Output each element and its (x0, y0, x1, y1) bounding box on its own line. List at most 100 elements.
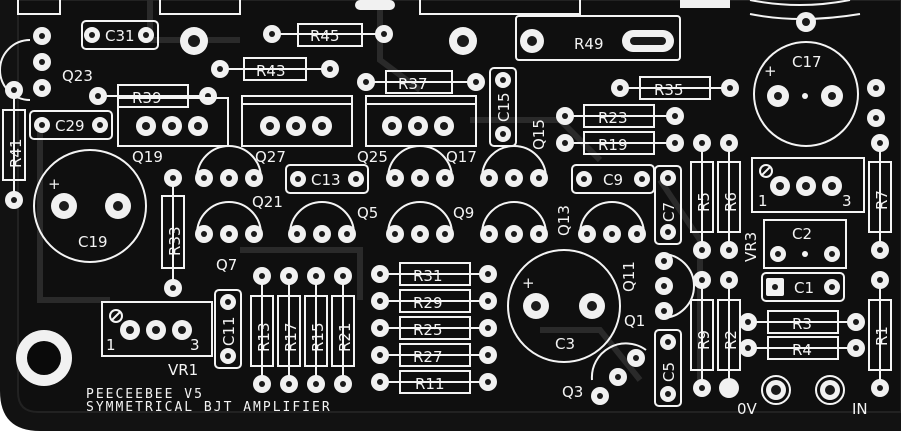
board-title: PEECEEBEE V5 (86, 387, 204, 402)
capacitor-c31: C31 (81, 20, 159, 50)
label-q25: Q25 (357, 148, 388, 166)
capacitor-c17: + C17 (753, 41, 859, 147)
label-r4: R4 (792, 341, 812, 359)
connector-ground[interactable]: 0V (737, 375, 791, 418)
label-r33: R33 (166, 226, 184, 256)
trimmer-vr1[interactable]: 1 3 VR1 (101, 301, 213, 379)
label-c13: C13 (311, 171, 341, 189)
transistor-q15 (480, 145, 548, 187)
transistor-q21: Q21 (195, 145, 283, 211)
resistor-r13: R13 (250, 267, 274, 393)
resistor-r21: R21 (331, 267, 355, 393)
resistor-r15: R15 (304, 267, 328, 393)
label-q17: Q17 (446, 148, 477, 166)
label-r43: R43 (256, 62, 286, 80)
resistor-r27: R27 (371, 343, 497, 367)
c19-plus: + (48, 175, 61, 193)
label-c11: C11 (220, 316, 238, 346)
transistor-q1: Q1 (624, 252, 695, 330)
transistor-q9: Q9 (386, 201, 474, 243)
resistor-r5: R5 (690, 134, 714, 259)
label-q5: Q5 (357, 204, 378, 222)
resistor-r33: R33 (161, 169, 185, 297)
board-subtitle: SYMMETRICAL BJT AMPLIFIER (86, 400, 332, 415)
label-r5: R5 (695, 192, 713, 212)
resistor-r7: R7 (868, 134, 892, 259)
label-r13: R13 (255, 322, 273, 352)
resistor-r19: R19 (556, 131, 684, 155)
label-c9: C9 (603, 171, 623, 189)
label-r35: R35 (654, 81, 684, 99)
transistor-q7: Q7 (195, 201, 263, 274)
label-r9: R9 (695, 330, 713, 350)
resistor-r35: R35 (611, 76, 739, 100)
transistor-q19: Q19 (117, 97, 229, 166)
label-r41: R41 (7, 138, 25, 168)
label-c17: C17 (792, 53, 822, 71)
resistor-r37: R37 (357, 70, 485, 94)
label-r15: R15 (309, 322, 327, 352)
top-outline-right (419, 0, 581, 15)
label-r17: R17 (282, 322, 300, 352)
capacitor-c3: + C3 (507, 249, 621, 363)
transistor-q17 (386, 145, 454, 187)
resistor-r31: R31 (371, 262, 497, 286)
label-r7: R7 (873, 190, 891, 210)
resistor-r4: R4 (739, 336, 865, 360)
resistor-r11: R11 (371, 370, 497, 394)
resistor-r25: R25 (371, 316, 497, 340)
label-q3: Q3 (562, 383, 583, 401)
resistor-r23: R23 (556, 104, 684, 128)
label-c5: C5 (660, 362, 678, 382)
label-q27: Q27 (255, 148, 286, 166)
transistor-q3: Q3 (562, 342, 647, 405)
capacitor-c2: C2 (763, 219, 847, 269)
capacitor-c11: C11 (214, 289, 242, 369)
resistor-r43: R43 (211, 57, 339, 81)
resistor-r29: R29 (371, 289, 497, 313)
connector-input[interactable]: IN (815, 375, 868, 418)
label-r1: R1 (873, 326, 891, 346)
label-r37: R37 (398, 75, 428, 93)
top-outline-mid (159, 0, 241, 15)
capacitor-c7: C7 (654, 165, 682, 245)
resistor-r2: R2 (717, 271, 741, 398)
transistor-q11: Q11 (578, 201, 646, 292)
resistor-r45: R45 (263, 23, 393, 47)
label-q11: Q11 (620, 261, 638, 292)
capacitor-c1: C1 (761, 272, 845, 302)
vr1-pin1: 1 (106, 336, 116, 354)
label-r11: R11 (415, 375, 445, 393)
label-r2: R2 (722, 330, 740, 350)
label-r45: R45 (310, 27, 340, 45)
label-r19: R19 (598, 136, 628, 154)
label-c7: C7 (660, 202, 678, 222)
label-r27: R27 (413, 348, 443, 366)
resistor-r41: R41 (2, 81, 26, 209)
label-q7: Q7 (216, 256, 237, 274)
label-q21: Q21 (252, 193, 283, 211)
trimmer-vr3[interactable]: 1 3 VR3 (742, 157, 865, 262)
c3-plus: + (522, 274, 535, 292)
transistor-q13: Q13 (480, 201, 573, 243)
resistor-r9: R9 (690, 271, 714, 397)
label-0v: 0V (737, 400, 758, 418)
resistor-r3: R3 (739, 310, 865, 334)
label-r25: R25 (413, 321, 443, 339)
label-q13: Q13 (555, 205, 573, 236)
capacitor-c9: C9 (571, 164, 655, 194)
label-r6: R6 (722, 192, 740, 212)
capacitor-c15: C15 (489, 67, 517, 147)
pcb-ground-plane (17, 0, 901, 413)
label-vr3: VR3 (742, 232, 760, 262)
capacitor-c5: C5 (654, 329, 682, 407)
capacitor-c19: + C19 (33, 149, 147, 263)
label-q9: Q9 (453, 204, 474, 222)
capacitor-c13: C13 (285, 164, 369, 194)
resistor-r17: R17 (277, 267, 301, 393)
mounting-hole (16, 330, 72, 386)
label-q15: Q15 (530, 119, 548, 150)
vr1-pin3: 3 (190, 336, 200, 354)
transistor-q23: Q23 (0, 27, 93, 101)
